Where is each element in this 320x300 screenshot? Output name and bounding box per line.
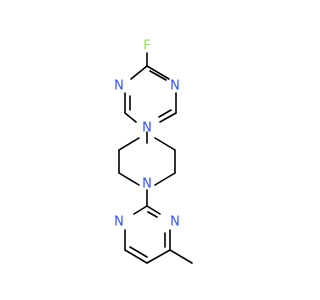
atom-label-nitrogen: N <box>114 79 124 94</box>
bond <box>158 109 172 118</box>
bond <box>129 246 148 258</box>
bond <box>124 112 137 123</box>
atom-label-nitrogen: N <box>142 177 152 192</box>
molecule-canvas: F N N N N N N <box>114 39 193 264</box>
atom-label-nitrogen: N <box>142 121 152 136</box>
bond <box>169 249 193 264</box>
bond <box>154 172 176 186</box>
fluoropyrimidine-ring <box>124 52 177 123</box>
piperazine-ring <box>118 137 176 186</box>
bond <box>118 172 140 186</box>
bond <box>146 205 161 215</box>
atom-label-fluorine: F <box>143 39 150 54</box>
bond <box>130 65 148 80</box>
bond <box>133 205 148 215</box>
bond <box>118 137 140 151</box>
bond <box>149 70 167 81</box>
bond <box>146 65 170 80</box>
bond <box>124 249 148 264</box>
bond <box>154 137 176 151</box>
atom-label-nitrogen: N <box>114 215 124 230</box>
molecule-diagram: F N N N N N N <box>114 39 193 264</box>
atom-label-nitrogen: N <box>170 215 180 230</box>
bond <box>146 249 171 264</box>
methylpyrimidine-ring <box>124 205 193 264</box>
bond <box>159 112 177 123</box>
atom-label-nitrogen: N <box>170 79 180 94</box>
bond <box>147 211 158 218</box>
